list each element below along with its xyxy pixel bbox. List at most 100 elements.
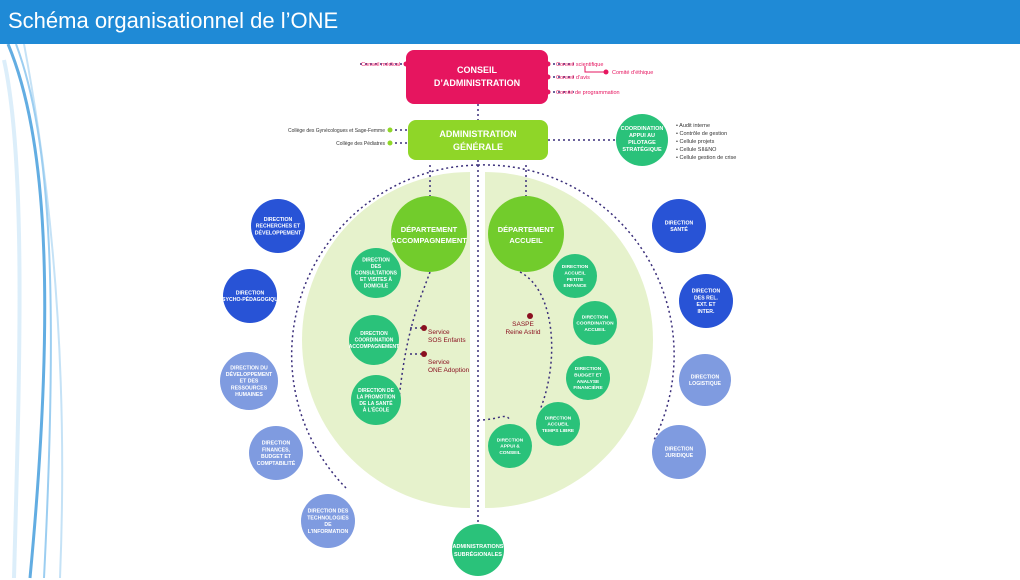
left-direction-0-label: DIRECTION <box>264 217 293 223</box>
ethics-committee: Comité d’éthique <box>612 70 653 76</box>
right-direction-1-label: DES REL. <box>694 295 718 301</box>
accueil-direction-1-label: COORDINATION <box>576 321 614 327</box>
admin-node: ADMINISTRATION GÉNÉRALE <box>408 120 548 160</box>
coord-item: • Cellule projets <box>676 139 715 145</box>
left-direction-2-label: RESSOURCES <box>231 385 268 391</box>
page-title: Schéma organisationnel de l’ONE <box>8 8 339 33</box>
left-direction-3-label: COMPTABILITÉ <box>257 459 296 467</box>
svg-text:Service: Service <box>428 329 450 336</box>
accomp-direction-0-label: DES <box>371 264 382 270</box>
right-direction-2-label: LOGISTIQUE <box>689 381 722 387</box>
accueil-direction-2-label: DIRECTION <box>575 366 602 372</box>
board-right-item-2: Conseil d’avis <box>556 75 590 81</box>
svg-text:ADMINISTRATIONS: ADMINISTRATIONS <box>453 544 504 550</box>
board-node: CONSEIL D’ADMINISTRATION <box>403 50 551 104</box>
right-direction-1-label: DIRECTION <box>692 289 721 295</box>
board-label-2: D’ADMINISTRATION <box>434 78 520 88</box>
dept-accompagnement: DÉPARTEMENT ACCOMPAGNEMENT <box>391 196 467 272</box>
svg-text:DÉPARTEMENT: DÉPARTEMENT <box>498 225 555 234</box>
svg-text:DÉPARTEMENT: DÉPARTEMENT <box>401 225 458 234</box>
accomp-direction-0-label: DOMICILE <box>364 284 389 290</box>
admin-label-2: GÉNÉRALE <box>453 142 503 152</box>
accueil-direction-2-label: FINANCIÈRE <box>573 383 603 391</box>
left-direction-3-label: BUDGET ET <box>261 454 292 460</box>
svg-text:STRATÉGIQUE: STRATÉGIQUE <box>622 145 662 153</box>
accueil-direction-3-label: ACCUEIL <box>547 422 568 428</box>
left-direction-4-label: TECHNOLOGIES <box>307 515 349 521</box>
accomp-direction-1-label: DIRECTION <box>360 331 388 337</box>
right-direction-0-label: SANTÉ <box>670 225 688 233</box>
coordination-node: COORDINATION APPUI AU PILOTAGE STRATÉGIQ… <box>616 114 668 166</box>
accomp-direction-2-label: À L’ÉCOLE <box>363 405 390 413</box>
svg-text:ACCOMPAGNEMENT: ACCOMPAGNEMENT <box>391 236 467 245</box>
board-label-1: CONSEIL <box>457 65 498 75</box>
accueil-direction-1-label: DIRECTION <box>582 314 609 320</box>
accueil-direction-3-label: DIRECTION <box>545 415 572 421</box>
accomp-direction-2-label: DE LA SANTÉ <box>359 399 393 407</box>
board-right-item-1: Conseil scientifique <box>556 62 603 68</box>
left-direction-1-label: PSYCHO-PÉDAGOGIQUE <box>219 295 282 303</box>
left-direction-2-label: DÉVELOPPEMENT <box>226 370 273 378</box>
left-direction-1-label: DIRECTION <box>236 290 265 296</box>
accueil-direction-0-label: ENFANCE <box>564 283 588 289</box>
svg-text:COORDINATION: COORDINATION <box>621 126 664 132</box>
accueil-direction-4-label: APPUI & <box>500 444 520 450</box>
board-left-item: Conseil médical <box>361 62 400 68</box>
svg-text:PILOTAGE: PILOTAGE <box>628 140 656 146</box>
left-direction-2-label: HUMAINES <box>235 392 263 398</box>
accueil-direction-3-label: TEMPS LIBRE <box>542 428 575 434</box>
accueil-direction-4-label: DIRECTION <box>497 437 524 443</box>
subregional-node: ADMINISTRATIONS SUBRÉGIONALES <box>452 524 504 576</box>
decorative-swoosh <box>2 43 64 579</box>
coord-item: • Contrôle de gestion <box>676 131 727 137</box>
dept-accueil: DÉPARTEMENT ACCUEIL <box>488 196 564 272</box>
svg-text:ONE Adoption: ONE Adoption <box>428 367 470 374</box>
right-direction-2-label: DIRECTION <box>691 374 720 380</box>
svg-text:Service: Service <box>428 359 450 366</box>
accueil-direction-0-label: ACCUEIL <box>564 270 585 276</box>
accueil-direction-2-label: BUDGET ET <box>574 372 602 378</box>
accomp-direction-2-label: LA PROMOTION <box>357 394 396 400</box>
svg-text:SOS Enfants: SOS Enfants <box>428 337 466 344</box>
right-direction-1-label: INTER. <box>697 309 715 315</box>
coord-item: • Cellule gestion de crise <box>676 155 736 161</box>
left-direction-4-label: L’INFORMATION <box>308 529 349 535</box>
coord-item: • Audit interne <box>676 123 710 129</box>
title-bar: Schéma organisationnel de l’ONE <box>0 0 1020 44</box>
right-direction-0-label: DIRECTION <box>665 220 694 226</box>
accueil-direction-4-label: CONSEIL <box>499 450 520 456</box>
left-direction-4-label: DIRECTION DES <box>308 509 349 515</box>
svg-text:Reine Astrid: Reine Astrid <box>505 329 540 336</box>
accomp-direction-0-label: DIRECTION <box>362 258 390 264</box>
accomp-direction-0-label: CONSULTATIONS <box>355 271 398 277</box>
accueil-direction-0-label: PETITE <box>567 277 585 283</box>
svg-text:APPUI AU: APPUI AU <box>629 133 655 139</box>
college-gyneco: Collège des Gynécologues et Sage-Femme <box>288 128 385 134</box>
svg-text:SASPE: SASPE <box>512 321 534 328</box>
accueil-direction-0-label: DIRECTION <box>562 264 589 270</box>
coord-item: • Cellule SII&NO <box>676 147 717 153</box>
college-pediatres: Collège des Pédiatres <box>336 141 385 147</box>
svg-text:SUBRÉGIONALES: SUBRÉGIONALES <box>454 550 502 558</box>
left-direction-0-label: RECHERCHES ET <box>256 224 301 230</box>
accueil-direction-1-label: ACCUEIL <box>584 327 605 333</box>
left-direction-3-label: FINANCES, <box>262 447 291 453</box>
right-direction-1-label: EXT. ET <box>696 302 716 308</box>
right-direction-3-label: DIRECTION <box>665 446 694 452</box>
left-direction-2-label: DIRECTION DU <box>230 365 268 371</box>
